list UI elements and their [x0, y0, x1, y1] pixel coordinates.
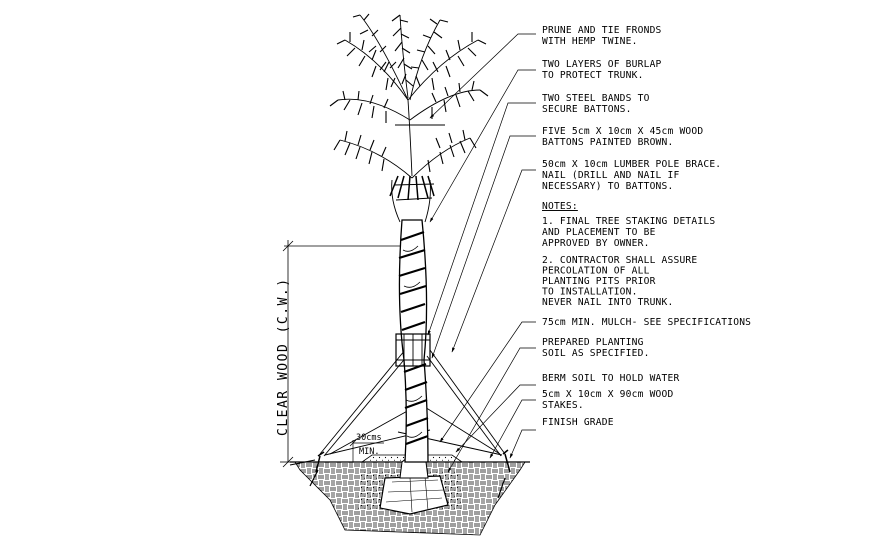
min-depth-label: MIN. — [359, 447, 379, 457]
lower-labels: 75cm MIN. MULCH- SEE SPECIFICATIONS PREP… — [542, 317, 751, 428]
leader-lines — [427, 33, 536, 473]
min-depth-dimension — [349, 439, 384, 462]
clear-wood-label: CLEAR WOOD (C.W.) — [276, 277, 291, 436]
label-berm: BERM SOIL TO HOLD WATER — [542, 373, 679, 384]
notes-heading: NOTES: — [542, 201, 578, 212]
min-depth-value: 30cms — [356, 433, 382, 443]
label-mulch: 75cm MIN. MULCH- SEE SPECIFICATIONS — [542, 317, 751, 328]
palm-crown — [329, 13, 489, 223]
label-brace: 50cm X 10cm LUMBER POLE BRACE.NAIL (DRIL… — [542, 159, 721, 192]
clear-wood-dimension — [280, 240, 400, 468]
palm-trunk — [395, 219, 431, 463]
wood-stakes — [309, 449, 511, 499]
label-grade: FINISH GRADE — [542, 417, 614, 428]
pole-braces — [289, 349, 506, 466]
